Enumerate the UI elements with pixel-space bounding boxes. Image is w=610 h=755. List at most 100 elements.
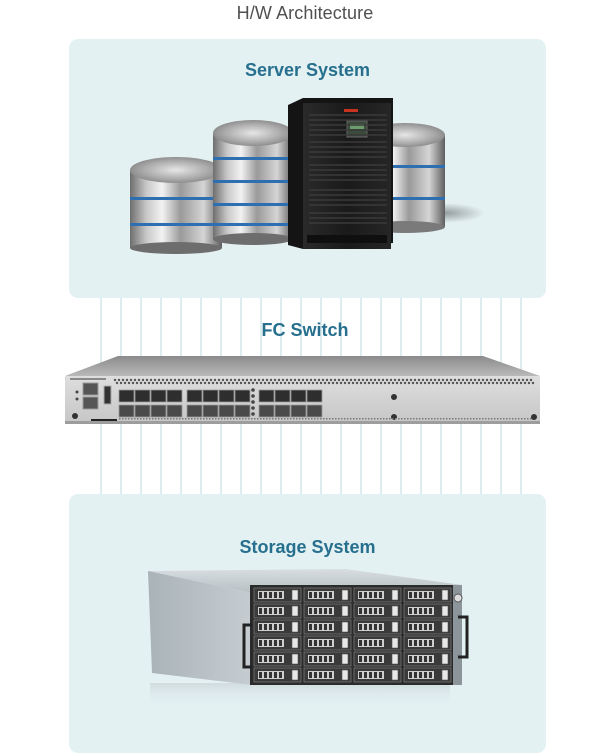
- vent-hole: [207, 381, 211, 385]
- edge-dot: [242, 418, 244, 420]
- server-system-image: [130, 98, 485, 254]
- vent-hole: [493, 378, 497, 382]
- vent-hole: [313, 378, 317, 382]
- vent-hole: [347, 381, 351, 385]
- grille-slot: [424, 624, 427, 630]
- grille-slot: [309, 624, 312, 630]
- grille-slot: [379, 624, 382, 630]
- vent-hole: [139, 381, 143, 385]
- vent-hole: [433, 378, 437, 382]
- vent-hole: [503, 381, 507, 385]
- drive-latch: [291, 621, 299, 633]
- vent-hole: [273, 378, 277, 382]
- vent-hole: [381, 378, 385, 382]
- edge-dot: [161, 418, 163, 420]
- edge-dot: [410, 418, 412, 420]
- vent-hole: [247, 381, 251, 385]
- edge-dot: [476, 418, 478, 420]
- grille-slot: [309, 592, 312, 598]
- vent-hole: [307, 381, 311, 385]
- vent-hole: [357, 378, 361, 382]
- grille-slot: [319, 608, 322, 614]
- vent-hole: [371, 381, 375, 385]
- vent-hole: [361, 378, 365, 382]
- fc-port: [306, 404, 323, 418]
- vent-hole: [505, 378, 509, 382]
- vent-hole: [413, 378, 417, 382]
- grille-slot: [319, 624, 322, 630]
- grille-slot: [269, 640, 272, 646]
- grille-slot: [319, 640, 322, 646]
- grille-slot: [279, 624, 282, 630]
- drive-latch: [391, 653, 399, 665]
- vent-hole: [289, 378, 293, 382]
- grille-slot: [369, 592, 372, 598]
- drive-latch: [441, 605, 449, 617]
- edge-dot: [503, 418, 505, 420]
- vent-hole: [473, 378, 477, 382]
- grille-slot: [409, 672, 412, 678]
- vent-hole: [165, 378, 169, 382]
- vent-hole: [199, 381, 203, 385]
- edge-dot: [140, 418, 142, 420]
- grille-slot: [359, 592, 362, 598]
- vent-hole: [211, 381, 215, 385]
- vent-hole: [339, 381, 343, 385]
- edge-dot: [137, 418, 139, 420]
- grille-slot: [419, 592, 422, 598]
- edge-dot: [458, 418, 460, 420]
- vent-hole: [279, 381, 283, 385]
- edge-dot: [524, 418, 526, 420]
- usb-port-icon: [103, 385, 112, 405]
- vent-hole: [291, 381, 295, 385]
- drive-latch: [291, 669, 299, 681]
- vent-hole: [225, 378, 229, 382]
- vent-hole: [223, 381, 227, 385]
- drive-latch: [441, 621, 449, 633]
- grille-slot: [429, 656, 432, 662]
- edge-dot: [380, 418, 382, 420]
- vent-hole: [281, 378, 285, 382]
- edge-dot: [515, 418, 517, 420]
- grille-slot: [424, 640, 427, 646]
- drive-latch: [391, 589, 399, 601]
- vent-hole: [527, 381, 531, 385]
- vent-hole: [121, 378, 125, 382]
- grille-slot: [314, 608, 317, 614]
- fc-port: [234, 389, 251, 403]
- vent-hole: [125, 378, 129, 382]
- grille-slot: [429, 672, 432, 678]
- edge-dot: [314, 418, 316, 420]
- vent-hole: [501, 378, 505, 382]
- vent-hole: [309, 378, 313, 382]
- edge-dot: [470, 418, 472, 420]
- edge-dot: [215, 418, 217, 420]
- edge-dot: [290, 418, 292, 420]
- status-led: [251, 388, 255, 392]
- vent-hole: [363, 381, 367, 385]
- grille-slot: [429, 624, 432, 630]
- grille-slot: [369, 624, 372, 630]
- vent-hole: [293, 378, 297, 382]
- edge-dot: [335, 418, 337, 420]
- edge-dot: [224, 418, 226, 420]
- vent-hole: [221, 378, 225, 382]
- vent-hole: [331, 381, 335, 385]
- vent-hole: [167, 381, 171, 385]
- vent-hole: [159, 381, 163, 385]
- vent-hole: [321, 378, 325, 382]
- vent-hole: [499, 381, 503, 385]
- vent-hole: [335, 381, 339, 385]
- edge-dot: [269, 418, 271, 420]
- grille-slot: [269, 624, 272, 630]
- vent-hole: [401, 378, 405, 382]
- grille-slot: [279, 608, 282, 614]
- vent-hole: [333, 378, 337, 382]
- vent-hole: [397, 378, 401, 382]
- edge-dot: [152, 418, 154, 420]
- vent-hole: [241, 378, 245, 382]
- edge-dot: [374, 418, 376, 420]
- vent-hole: [131, 381, 135, 385]
- vent-hole: [379, 381, 383, 385]
- drive-latch: [441, 653, 449, 665]
